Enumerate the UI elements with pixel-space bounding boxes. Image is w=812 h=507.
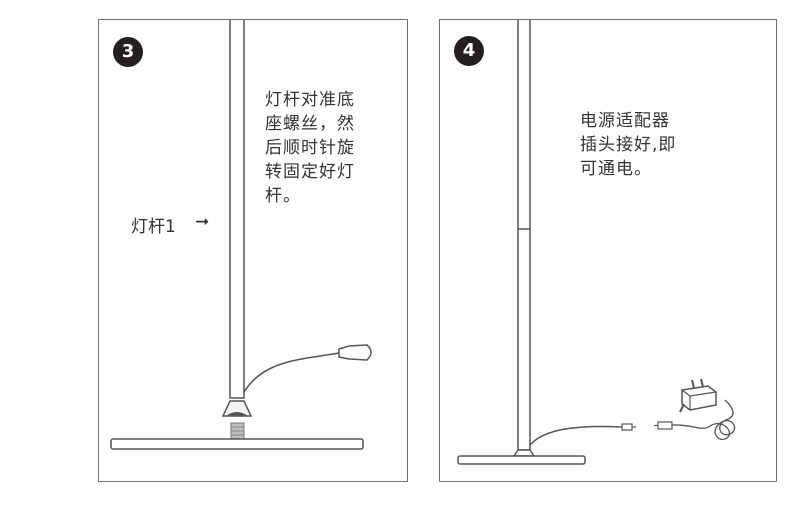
step-3-illustration xyxy=(110,20,372,450)
step-number-badge: 3 xyxy=(113,37,143,67)
caption-line: 电源适配器 xyxy=(580,111,670,131)
adapter-cable xyxy=(671,399,736,441)
caption-line: 杆。 xyxy=(265,186,301,206)
power-cable xyxy=(529,425,623,446)
lamp-pole xyxy=(517,20,531,451)
power-cable xyxy=(243,352,340,393)
adapter-prong xyxy=(691,379,695,389)
step-3-caption: 灯杆对准底 座螺丝，然 后顺时针旋 转固定好灯 杆。 xyxy=(265,88,390,208)
adapter-prong xyxy=(700,378,704,388)
caption-line: 后顺时针旋 xyxy=(265,138,355,158)
caption-line: 灯杆对准底 xyxy=(265,90,355,110)
step-3-panel: 3 灯杆1 ➞ 灯杆对准底 座螺丝，然 后顺时针旋 转固定好灯 杆。 xyxy=(98,19,408,482)
step-4-illustration xyxy=(457,20,736,465)
step-number-badge: 4 xyxy=(454,36,484,66)
base-plate xyxy=(457,455,586,465)
pole-connector xyxy=(512,449,536,457)
lamp-pole xyxy=(229,20,245,399)
adapter-dc-plug xyxy=(657,421,673,430)
cable-plug xyxy=(338,344,372,361)
step-4-panel: 4 电源适配器 插头接好,即 可通电。 xyxy=(439,19,777,482)
step-4-caption: 电源适配器 插头接好,即 可通电。 xyxy=(580,109,710,181)
caption-line: 可通电。 xyxy=(580,159,652,179)
caption-line: 转固定好灯 xyxy=(265,162,355,182)
caption-line: 座螺丝，然 xyxy=(265,114,355,134)
caption-line: 插头接好,即 xyxy=(580,135,677,155)
base-plate xyxy=(110,438,364,450)
dc-plug xyxy=(621,423,633,431)
pole-label: 灯杆1 xyxy=(131,217,176,237)
power-adapter xyxy=(681,385,717,411)
right-arrow-icon: ➞ xyxy=(195,212,210,232)
